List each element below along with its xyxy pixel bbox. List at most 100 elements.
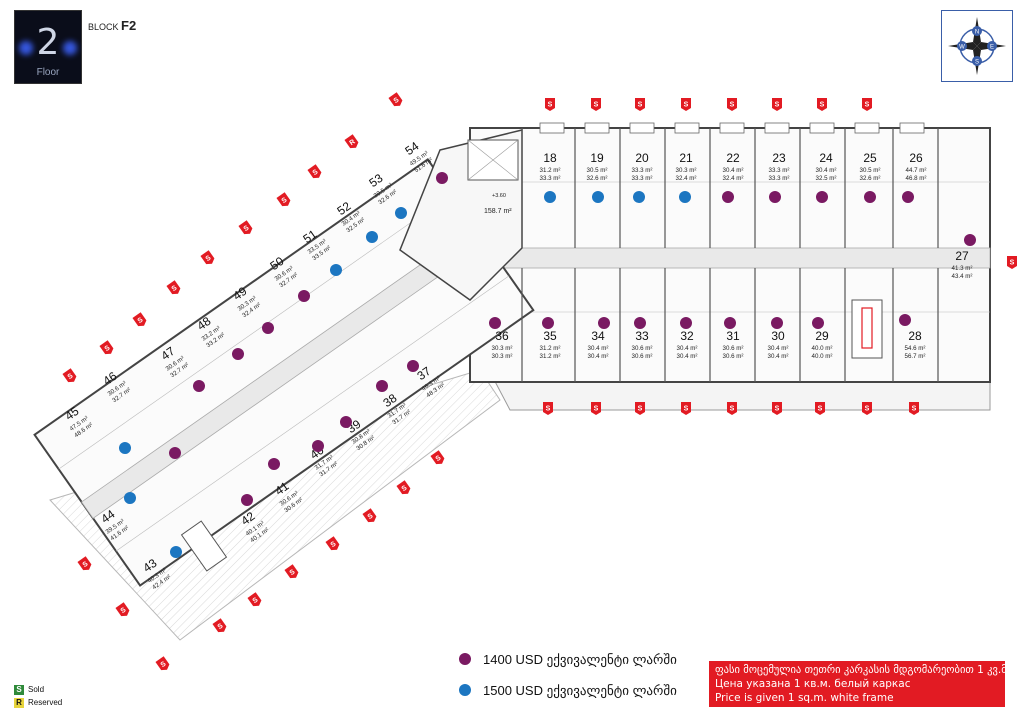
legend-1500: 1500 USD ექვივალენტი ლარში — [459, 683, 677, 699]
sold-marker: S — [862, 402, 872, 415]
apartment-area-total: 32.6 m² — [860, 175, 881, 182]
sold-marker: S — [862, 98, 872, 111]
sold-icon: S — [14, 684, 24, 695]
price-dot-28 — [899, 314, 911, 326]
apartment-area-net: 31.2 m² — [540, 167, 561, 174]
price-dot-31 — [724, 317, 736, 329]
apartment-area-net: 31.2 m² — [540, 345, 561, 352]
price-dot-19 — [592, 191, 604, 203]
sold-marker: S — [545, 98, 555, 111]
marker-code: S — [865, 406, 870, 413]
apartment-number: 30 — [771, 329, 785, 343]
sold-marker: S — [681, 98, 691, 111]
sold-marker: S — [247, 592, 262, 607]
marker-code: S — [435, 454, 443, 463]
marker-code: S — [205, 254, 213, 263]
apartment-area-net: 30.4 m² — [768, 345, 789, 352]
price-dot-53 — [395, 207, 407, 219]
price-dot-22 — [722, 191, 734, 203]
apartment-number: 34 — [591, 329, 605, 343]
sold-marker: S — [155, 656, 170, 671]
price-dot-40 — [312, 440, 324, 452]
price-dot-47 — [193, 380, 205, 392]
apartment-area-net: 44.7 m² — [906, 167, 927, 174]
price-dot-45 — [119, 442, 131, 454]
sold-marker: S — [772, 98, 782, 111]
apartment-number: 18 — [543, 151, 557, 165]
price-dot-39 — [340, 416, 352, 428]
marker-code: S — [82, 560, 90, 569]
price-dot-23 — [769, 191, 781, 203]
apartment-area-total: 31.2 m² — [540, 353, 561, 360]
apartment-number: 25 — [863, 151, 877, 165]
apartment-number: 35 — [543, 329, 557, 343]
sold-marker: S — [817, 98, 827, 111]
marker-code: S — [367, 512, 375, 521]
sold-marker: S — [635, 98, 645, 111]
price-dot-24 — [816, 191, 828, 203]
apartment-area-total: 43.4 m² — [952, 273, 973, 280]
apartment-number: 28 — [908, 329, 922, 343]
reserved-marker: R — [344, 134, 359, 149]
price-dot-43 — [170, 546, 182, 558]
apartment-area-total: 33.3 m² — [769, 175, 790, 182]
apartment-area-net: 33.3 m² — [632, 167, 653, 174]
apartment-area-total: 30.4 m² — [677, 353, 698, 360]
apartment-number: 23 — [772, 151, 786, 165]
sold-marker: S — [727, 98, 737, 111]
sold-marker: S — [591, 402, 601, 415]
marker-code: S — [548, 102, 553, 109]
sold-marker: S — [1007, 256, 1017, 269]
sold-marker: S — [430, 450, 445, 465]
apartment-area-total: 30.3 m² — [492, 353, 513, 360]
marker-code: S — [281, 196, 289, 205]
price-dot-21 — [679, 191, 691, 203]
price-dot-51 — [330, 264, 342, 276]
price-dot-18 — [544, 191, 556, 203]
price-dot-54 — [436, 172, 448, 184]
apartment-area-net: 41.3 m² — [952, 265, 973, 272]
sold-marker: S — [132, 312, 147, 327]
price-dot-49 — [262, 322, 274, 334]
apartment-area-total: 30.4 m² — [588, 353, 609, 360]
apartment-number: 24 — [819, 151, 833, 165]
apartment-area-net: 30.6 m² — [632, 345, 653, 352]
marker-code: S — [730, 102, 735, 109]
price-dot-38 — [376, 380, 388, 392]
marker-code: S — [638, 406, 643, 413]
apartment-number: 22 — [726, 151, 740, 165]
legend-1400-text: 1400 USD ექვივალენტი ლარში — [483, 652, 677, 667]
marker-code: S — [104, 344, 112, 353]
marker-code: S — [730, 406, 735, 413]
apartment-area-net: 30.3 m² — [676, 167, 697, 174]
marker-code: S — [289, 568, 297, 577]
sold-marker: S — [543, 402, 553, 415]
apartment-area-net: 30.5 m² — [860, 167, 881, 174]
sold-marker: S — [115, 602, 130, 617]
sold-marker: S — [62, 368, 77, 383]
apartment-area-net: 30.4 m² — [816, 167, 837, 174]
lobby-area: 158.7 m² — [484, 208, 512, 215]
apartment-area-total: 30.4 m² — [768, 353, 789, 360]
